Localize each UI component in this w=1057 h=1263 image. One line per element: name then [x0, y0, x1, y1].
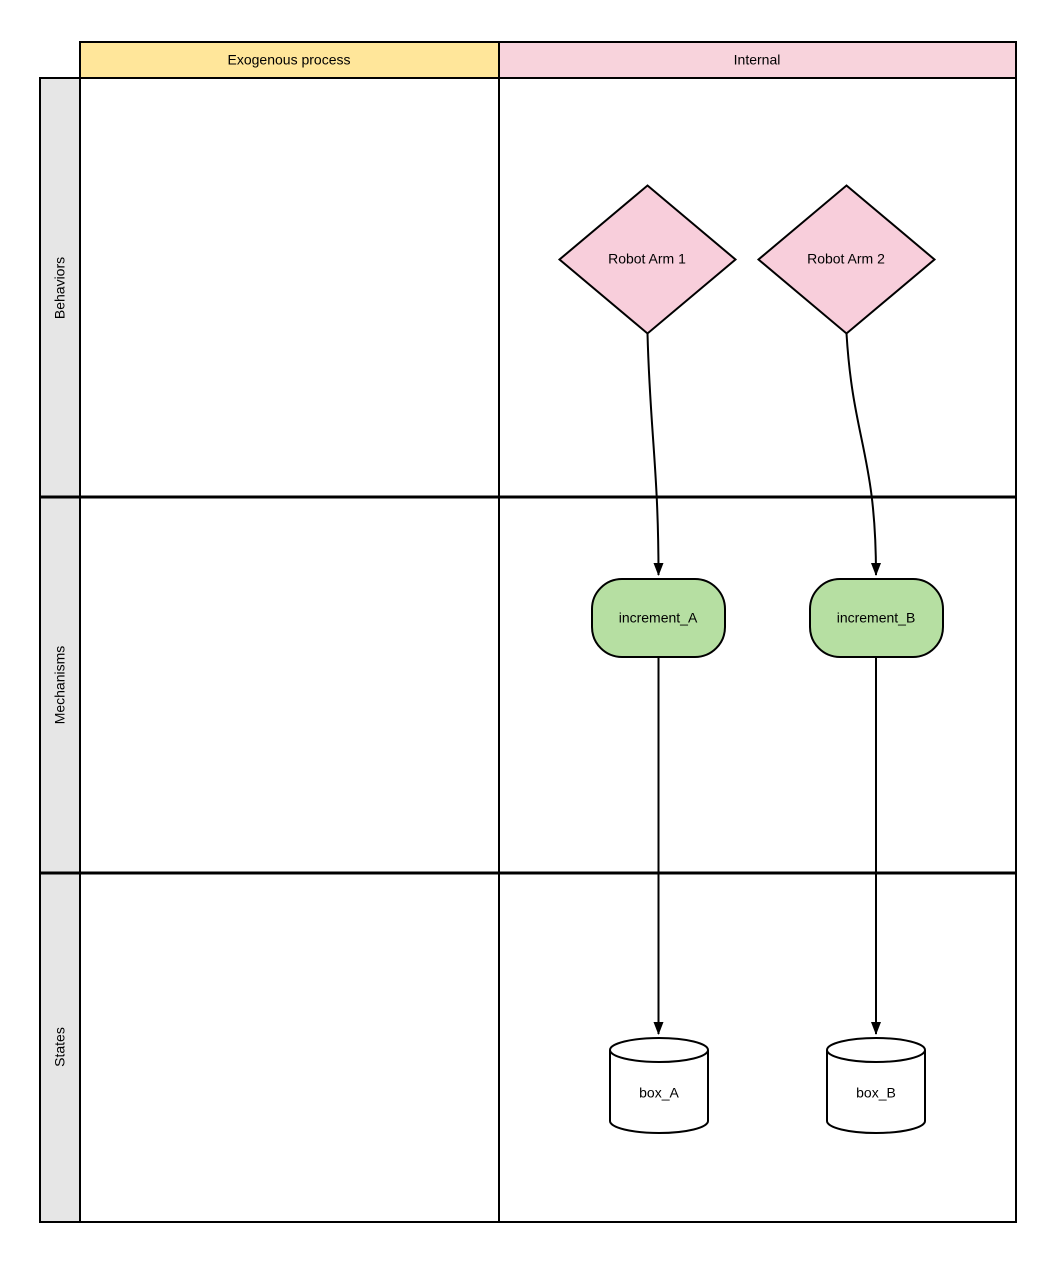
row-header-mechanisms-label: Mechanisms [51, 645, 68, 725]
increment-b-label: increment_B [836, 609, 916, 626]
increment-b-box [809, 578, 944, 658]
column-header-exogenous-label: Exogenous process [227, 51, 351, 68]
increment-a-box [591, 578, 726, 658]
cell-states-internal [498, 872, 1017, 1223]
row-header-behaviors-label: Behaviors [51, 256, 68, 320]
cell-mechanisms-exogenous [79, 496, 500, 874]
robot-arm-1-diamond [557, 184, 738, 335]
robot-arm-2-label: Robot Arm 2 [807, 250, 885, 267]
robot-arm-2-diamond [756, 184, 937, 335]
edge-robot-arm-1-to-increment-a [646, 333, 664, 576]
cell-behaviors-internal [498, 77, 1017, 498]
cell-behaviors-exogenous [79, 77, 500, 498]
box-b-cylinder [826, 1037, 926, 1134]
box-a-cylinder [609, 1037, 709, 1134]
cell-mechanisms-internal [498, 496, 1017, 874]
box-a-label: box_A [639, 1084, 679, 1101]
column-header-internal-cell [498, 41, 1017, 79]
row-header-states-label: States [51, 1027, 68, 1067]
increment-a-label: increment_A [618, 609, 698, 626]
row-header-mechanisms-cell [39, 496, 81, 874]
column-header-internal-label: Internal [733, 51, 781, 68]
box-b-cylinder-rim [826, 1049, 926, 1063]
cell-states-exogenous [79, 872, 500, 1223]
box-b-label: box_B [856, 1084, 896, 1101]
edge-robot-arm-2-to-increment-b [845, 333, 881, 576]
robot-arm-1-label: Robot Arm 1 [608, 250, 686, 267]
row-header-behaviors-cell [39, 77, 81, 498]
box-a-cylinder-rim [609, 1049, 709, 1063]
